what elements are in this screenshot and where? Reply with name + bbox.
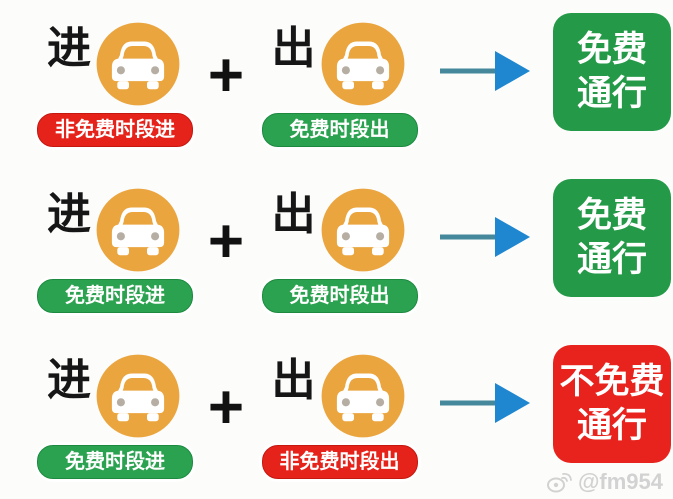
- exit-direction-label: 出: [271, 24, 316, 73]
- rule-row-3: 进 免费时段进 + 出: [0, 332, 673, 498]
- plus-sign: +: [207, 207, 245, 276]
- entry-direction-label: 进: [47, 190, 91, 239]
- plus-sign: +: [207, 41, 245, 110]
- car-icon: [96, 188, 180, 272]
- result-box: 不免费 通行: [553, 345, 671, 463]
- exit-time-tag: 免费时段出: [261, 113, 418, 147]
- arrow-icon: [440, 51, 530, 91]
- result-box: 免费 通行: [553, 13, 671, 131]
- car-icon: [321, 354, 404, 438]
- exit-direction-label: 出: [271, 356, 316, 405]
- entry-car-group: 进: [47, 19, 183, 109]
- plus-sign: +: [207, 373, 245, 442]
- rule-row-1: 进 非免费时段进 + 出: [0, 0, 673, 166]
- entry-unit: 进 免费时段进: [30, 351, 200, 479]
- result-box: 免费 通行: [553, 179, 671, 297]
- arrow-icon: [440, 217, 530, 257]
- exit-direction-label: 出: [271, 190, 316, 239]
- entry-direction-label: 进: [47, 24, 91, 73]
- exit-time-tag: 非免费时段出: [261, 445, 418, 479]
- result-line2: 通行: [576, 406, 647, 445]
- exit-unit: 出 非免费时段出: [252, 351, 427, 479]
- entry-time-tag: 免费时段进: [37, 445, 193, 479]
- exit-car-group: 出: [272, 351, 408, 441]
- car-icon: [96, 22, 180, 106]
- weibo-icon: [546, 472, 572, 493]
- car-icon: [96, 354, 180, 438]
- entry-direction-label: 进: [47, 356, 91, 405]
- result-line1: 不免费: [559, 362, 665, 402]
- result-line1: 免费: [576, 196, 647, 236]
- car-icon: [321, 22, 404, 106]
- arrow-icon: [440, 383, 530, 423]
- rule-row-2: 进 免费时段进 + 出: [0, 166, 673, 332]
- exit-unit: 出 免费时段出: [252, 19, 427, 147]
- exit-car-group: 出: [272, 19, 408, 109]
- entry-car-group: 进: [47, 185, 183, 275]
- result-line2: 通行: [576, 74, 647, 113]
- entry-time-tag: 非免费时段进: [37, 113, 193, 147]
- entry-car-group: 进: [47, 351, 183, 441]
- exit-car-group: 出: [272, 185, 408, 275]
- entry-unit: 进 非免费时段进: [30, 19, 200, 147]
- entry-unit: 进 免费时段进: [30, 185, 200, 313]
- result-line1: 免费: [576, 30, 647, 70]
- watermark-handle: @fm954: [577, 469, 663, 494]
- exit-time-tag: 免费时段出: [261, 279, 418, 313]
- exit-unit: 出 免费时段出: [252, 185, 427, 313]
- result-line2: 通行: [576, 240, 647, 279]
- watermark: @fm954: [546, 469, 663, 495]
- car-icon: [321, 188, 404, 272]
- entry-time-tag: 免费时段进: [37, 279, 193, 313]
